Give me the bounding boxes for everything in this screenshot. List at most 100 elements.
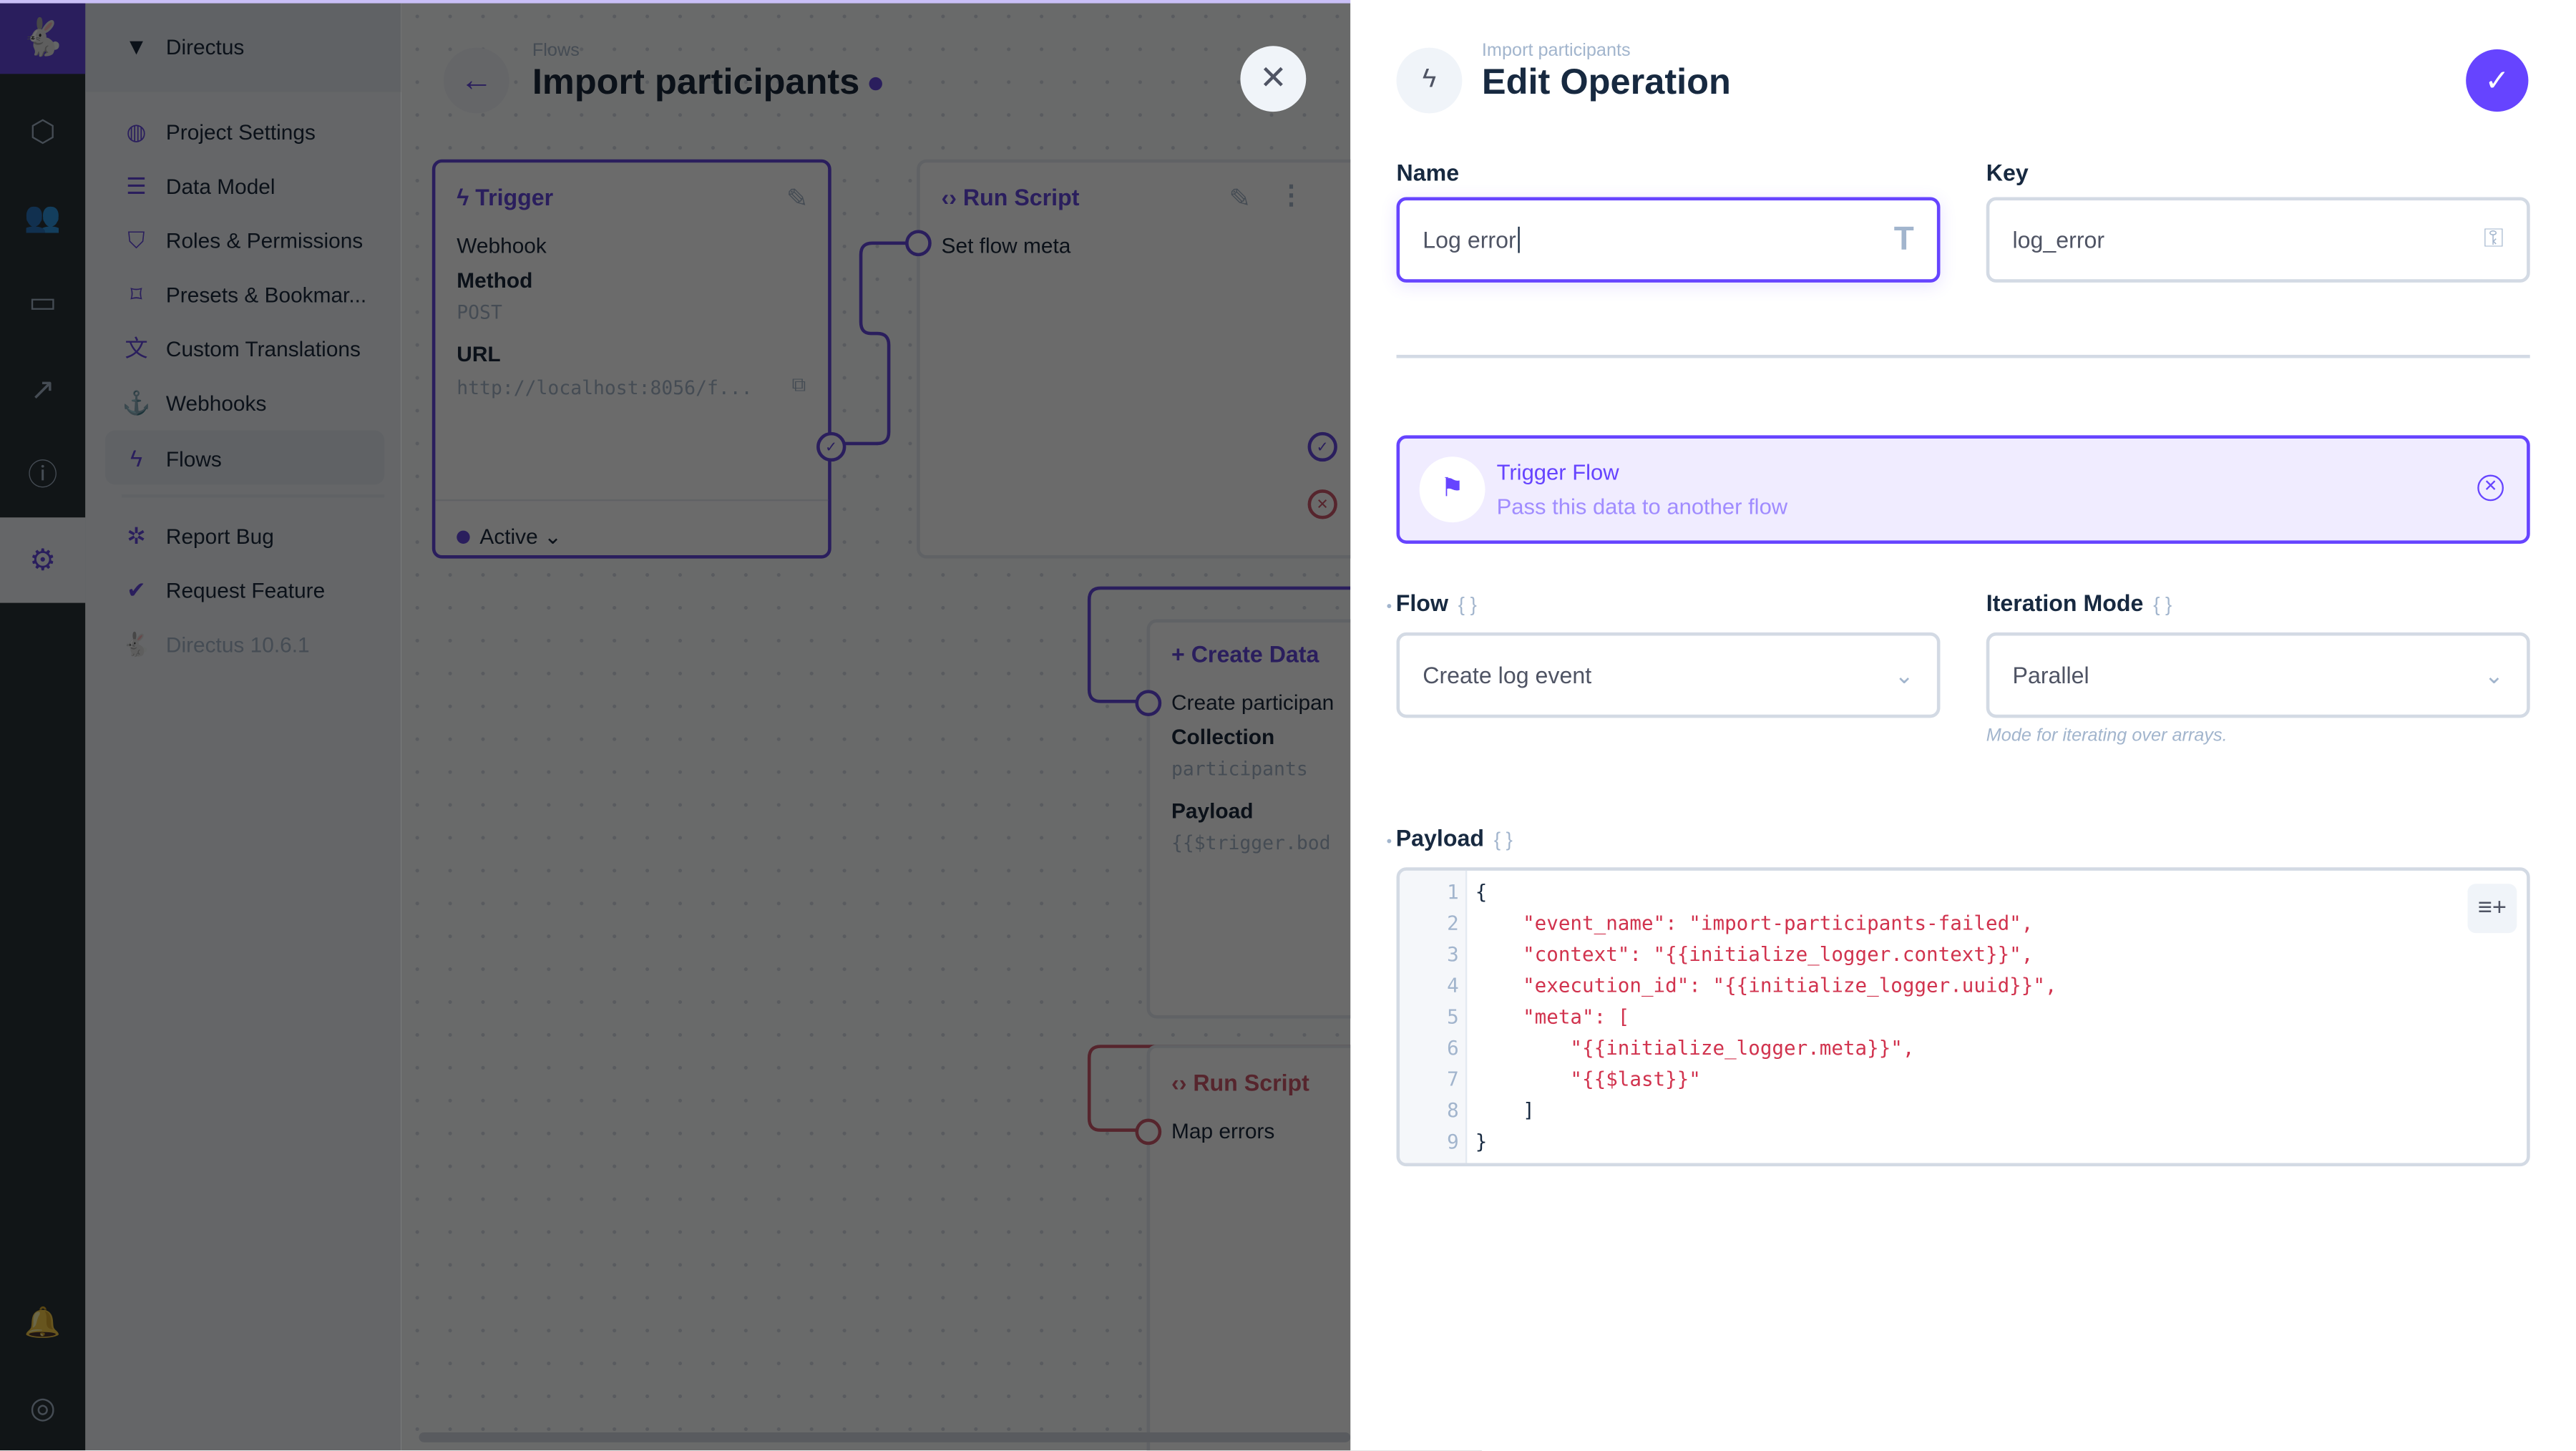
line-number: 5 [1447, 1005, 1459, 1029]
nav-item-webhooks[interactable]: ⚓ Webhooks [122, 381, 388, 424]
code-line: } [1475, 1130, 1488, 1153]
iteration-mode-select[interactable]: Parallel ⌄ [1986, 632, 2530, 718]
nav-item-request-feature[interactable]: ✔Request Feature [122, 568, 388, 611]
line-number: 9 [1447, 1130, 1459, 1153]
nav-item-active-bg [104, 430, 385, 485]
notifications-bell-icon[interactable]: 🔔 [24, 1306, 62, 1339]
op-title: Run Script [1193, 1069, 1309, 1096]
directus-logo-button[interactable]: 🐇 [0, 0, 86, 74]
back-button[interactable]: ← [443, 47, 509, 114]
url-label: URL [457, 341, 501, 366]
resolve-check-icon[interactable]: ✓ [816, 431, 847, 462]
iteration-mode-label: Iteration Mode { } [1986, 590, 2172, 616]
drawer-title: Edit Operation [1481, 60, 1731, 102]
raw-value-braces-icon[interactable]: { } [1458, 592, 1477, 616]
settings-module-button[interactable]: ⚙ [0, 517, 86, 603]
status-dropdown[interactable]: Active ⌄ [457, 524, 562, 550]
flow-label: • Flow{ } [1387, 590, 1477, 616]
flow-canvas[interactable]: ← Flows Import participants ϟ Trigger ✎ … [401, 0, 1482, 1451]
status-dot [457, 530, 470, 544]
add-variable-button[interactable]: ≡+ [2467, 884, 2517, 934]
copy-icon[interactable]: ⧉ [791, 373, 806, 396]
text-type-icon: T [1893, 220, 1914, 258]
check-icon: ✓ [2484, 64, 2510, 97]
help-icon[interactable]: ⓘ [28, 458, 58, 492]
line-number: 3 [1447, 942, 1459, 967]
code-line: "{{initialize_logger.meta}}", [1475, 1036, 1915, 1060]
key-label: Key [1986, 159, 2029, 186]
operation-title: Trigger Flow [1496, 459, 1619, 485]
project-header[interactable]: ▼Directus [85, 0, 401, 92]
payload-label: Payload [1171, 798, 1254, 824]
breadcrumb[interactable]: Flows [532, 41, 580, 61]
directus-logo-icon: 🐇 [122, 630, 151, 657]
line-number: 1 [1447, 880, 1459, 904]
collection-value: participants [1171, 757, 1308, 781]
edit-pencil-icon[interactable]: ✎ [786, 185, 809, 214]
nav-item-data-model[interactable]: ☰Data Model [122, 165, 388, 207]
settings-gear-icon: ⚙ [29, 543, 57, 577]
trigger-bolt-icon: ϟ [457, 184, 476, 210]
trigger-type: Webhook [457, 233, 547, 258]
line-number: 6 [1447, 1036, 1459, 1060]
reject-x-icon[interactable]: ✕ [1307, 489, 1337, 519]
more-vert-icon[interactable]: ⋮ [1278, 182, 1304, 210]
payload-value: {{$trigger.bod [1171, 831, 1331, 854]
flow-title-text: Import participants [532, 60, 860, 102]
nav-item-project-settings[interactable]: ◍Project Settings [122, 110, 388, 153]
name-input[interactable]: Log error T [1396, 197, 1941, 283]
name-label: Name [1396, 159, 1460, 186]
key-icon: ⚿ [2484, 225, 2504, 253]
operation-card-run-script[interactable]: ‹› Run Script ✎ ⋮ Set flow meta ✓ ✕ [917, 159, 1384, 559]
key-value: log_error [2012, 226, 2105, 253]
translate-icon: 文 [125, 335, 148, 362]
insights-chart-icon[interactable]: ↗ [30, 373, 56, 406]
nav-label: Webhooks [165, 390, 267, 415]
remove-operation-icon[interactable]: ✕ [2477, 474, 2504, 502]
operation-bolt-icon: ϟ [1396, 47, 1463, 114]
nav-item-report-bug[interactable]: ✲Report Bug [122, 514, 388, 557]
operation-type-trigger-flow[interactable]: ⚑ Trigger Flow Pass this data to another… [1396, 435, 2530, 544]
unsaved-dot [869, 77, 883, 91]
nav-item-roles-permissions[interactable]: ⛉Roles & Permissions [122, 218, 388, 261]
list-alt-icon: ☰ [126, 171, 147, 198]
horizontal-scrollbar[interactable] [419, 1432, 1351, 1442]
raw-value-braces-icon[interactable]: { } [1493, 828, 1513, 851]
files-folder-icon[interactable]: ▭ [29, 285, 57, 319]
flow-value: Create log event [1423, 662, 1592, 688]
content-cube-icon[interactable]: ⬡ [29, 114, 56, 148]
collection-label: Collection [1171, 724, 1275, 749]
settings-navigation: ▼Directus ◍Project Settings ☰Data Model … [85, 0, 401, 1451]
nav-label: Request Feature [165, 577, 326, 602]
code-content[interactable]: { "event_name": "import-participants-fai… [1475, 877, 2057, 1158]
nav-label: Flows [165, 446, 222, 471]
line-number: 4 [1447, 974, 1459, 997]
code-line: { [1475, 880, 1488, 904]
save-button[interactable]: ✓ [2466, 49, 2529, 112]
user-profile-icon[interactable]: ◎ [29, 1391, 56, 1425]
nav-item-presets[interactable]: ⌑Presets & Bookmar... [122, 273, 388, 316]
resolve-check-icon[interactable]: ✓ [1307, 431, 1337, 462]
line-number: 2 [1447, 912, 1459, 935]
chevron-down-icon: ⌄ [544, 524, 562, 549]
version-link[interactable]: 🐇 Directus 10.6.1 [122, 622, 388, 665]
iteration-label-text: Iteration Mode [1986, 590, 2144, 616]
edit-pencil-icon[interactable]: ✎ [1229, 185, 1252, 214]
nav-label: Project Settings [165, 119, 316, 144]
close-drawer-button[interactable]: ✕ [1240, 46, 1307, 112]
version-text: Directus 10.6.1 [165, 631, 310, 657]
anchor-icon: ⚓ [122, 388, 151, 415]
flow-select[interactable]: Create log event ⌄ [1396, 632, 1941, 718]
connection-lines [831, 241, 1351, 1132]
users-icon[interactable]: 👥 [24, 200, 62, 234]
op-name: Map errors [1171, 1118, 1275, 1143]
raw-value-braces-icon[interactable]: { } [2153, 592, 2172, 616]
op-name: Create participan [1171, 690, 1335, 715]
required-dot: • [1386, 833, 1396, 849]
iteration-value: Parallel [2012, 662, 2089, 688]
trigger-card[interactable]: ϟ Trigger ✎ Webhook Method POST URL http… [431, 159, 847, 559]
key-input[interactable]: log_error ⚿ [1986, 197, 2530, 283]
